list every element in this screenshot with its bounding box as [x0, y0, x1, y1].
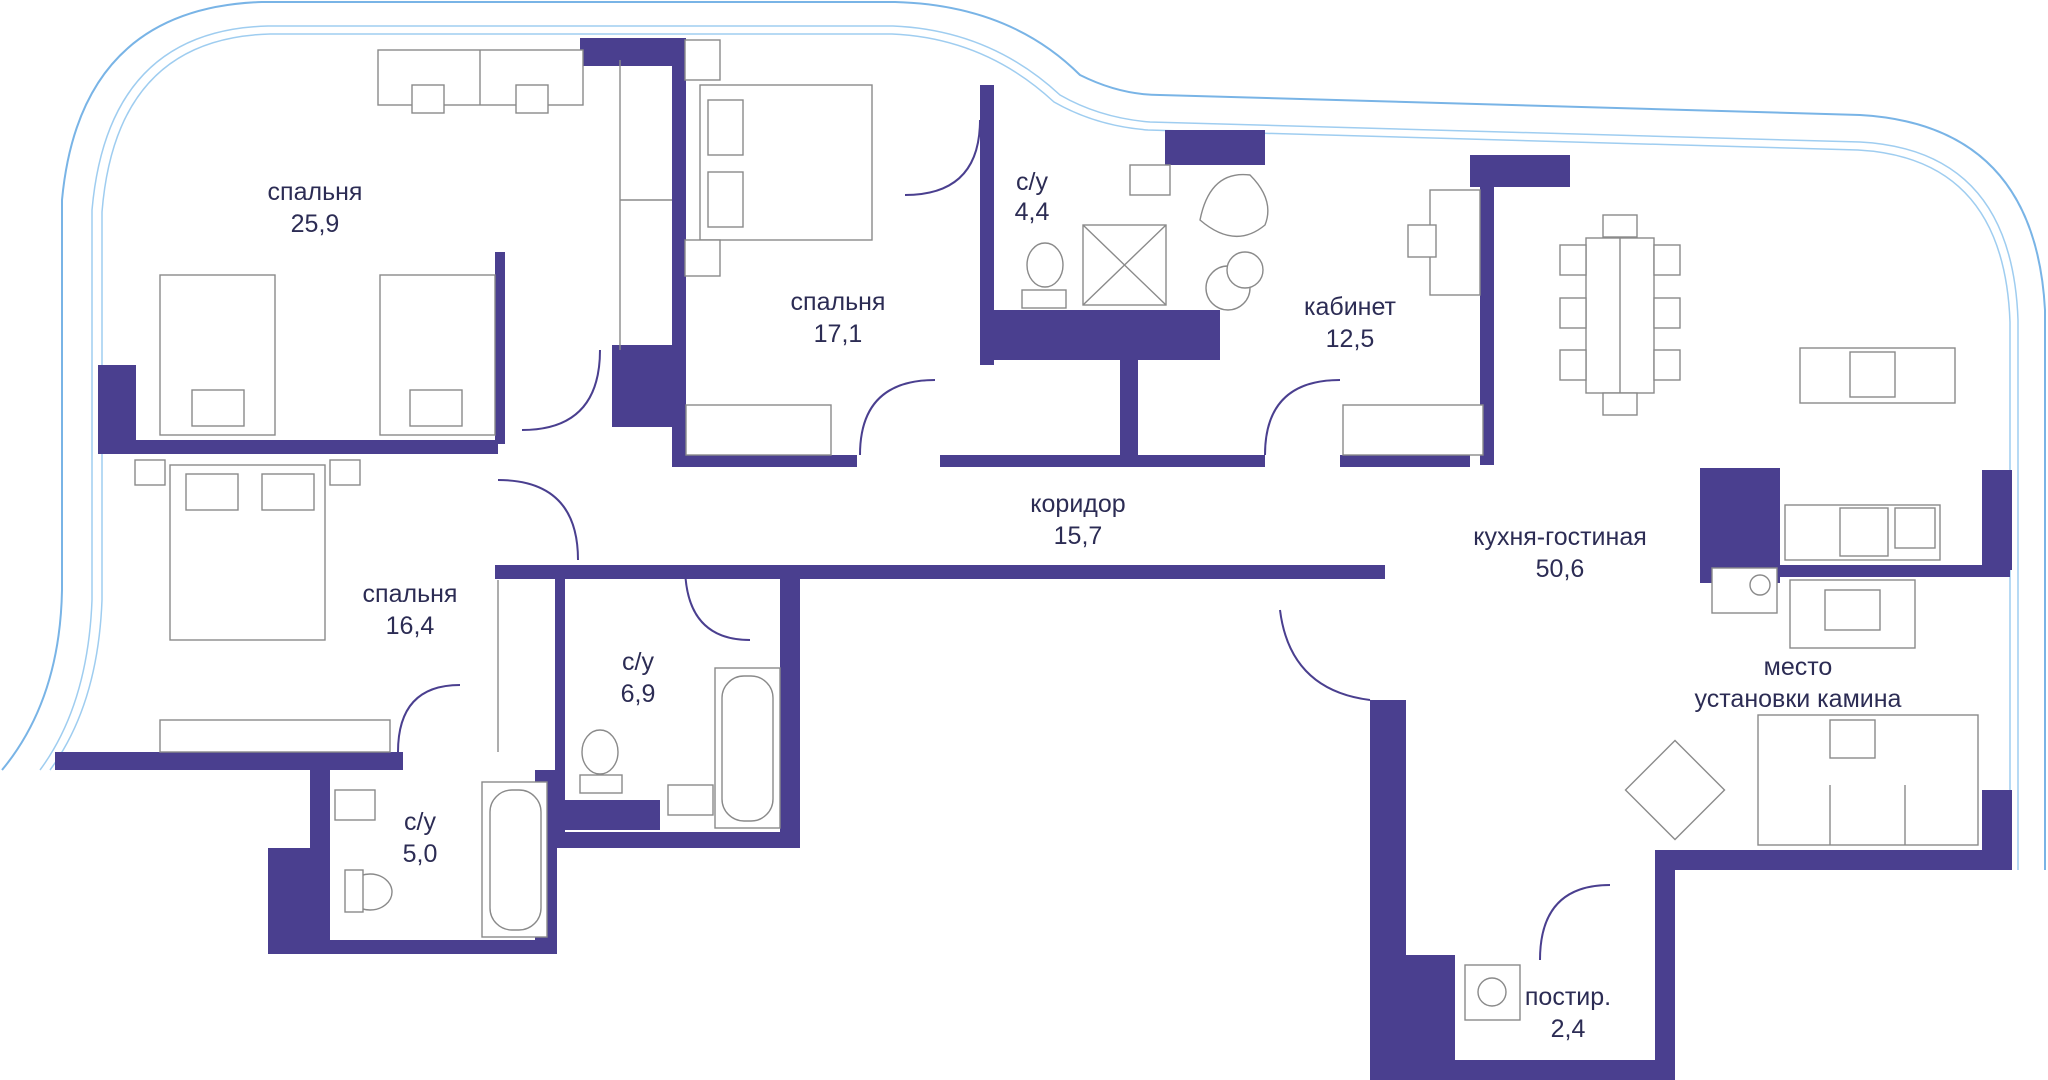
room-area-bedroom-3: 16,4	[386, 612, 435, 640]
room-name-bedroom-3: спальня	[363, 580, 458, 608]
room-name-corridor: коридор	[1030, 490, 1125, 518]
glazing	[1, 0, 2046, 870]
walls	[55, 38, 2012, 1080]
room-name-bathroom-1: с/у	[1016, 168, 1048, 196]
room-name-bedroom-1: спальня	[268, 178, 363, 206]
room-name-bathroom-2: с/у	[622, 648, 654, 676]
bathroom-1-fixtures	[1021, 164, 1171, 309]
room-area-bedroom-2: 17,1	[814, 320, 863, 348]
bedroom-3-furniture	[134, 459, 499, 753]
bathroom-3-fixtures	[334, 781, 548, 938]
fireplace-note-line1: место	[1764, 653, 1833, 681]
room-area-bathroom-1: 4,4	[1015, 198, 1050, 226]
room-area-study: 12,5	[1326, 325, 1375, 353]
room-name-bathroom-3: с/у	[404, 808, 436, 836]
room-name-kitchen-living: кухня-гостиная	[1473, 523, 1647, 551]
kitchen-living-furniture	[1559, 214, 1979, 846]
doors	[397, 119, 1611, 961]
room-name-laundry: постир.	[1525, 983, 1611, 1011]
room-area-bathroom-2: 6,9	[621, 680, 656, 708]
bedroom-2-furniture	[684, 39, 873, 456]
room-labels: спальня 25,9 спальня 17,1 с/у 4,4 кабине…	[268, 168, 1902, 1043]
bedroom-1-furniture	[159, 49, 672, 436]
bathroom-2-fixtures	[579, 667, 781, 829]
study-furniture	[1199, 173, 1484, 456]
laundry-fixtures	[1464, 964, 1521, 1021]
room-area-laundry: 2,4	[1551, 1015, 1586, 1043]
room-name-study: кабинет	[1304, 293, 1397, 321]
fireplace-note-line2: установки камина	[1695, 685, 1902, 713]
room-area-bathroom-3: 5,0	[403, 840, 438, 868]
room-area-bedroom-1: 25,9	[291, 210, 340, 238]
room-name-bedroom-2: спальня	[791, 288, 886, 316]
room-area-kitchen-living: 50,6	[1536, 555, 1585, 583]
room-area-corridor: 15,7	[1054, 522, 1103, 550]
